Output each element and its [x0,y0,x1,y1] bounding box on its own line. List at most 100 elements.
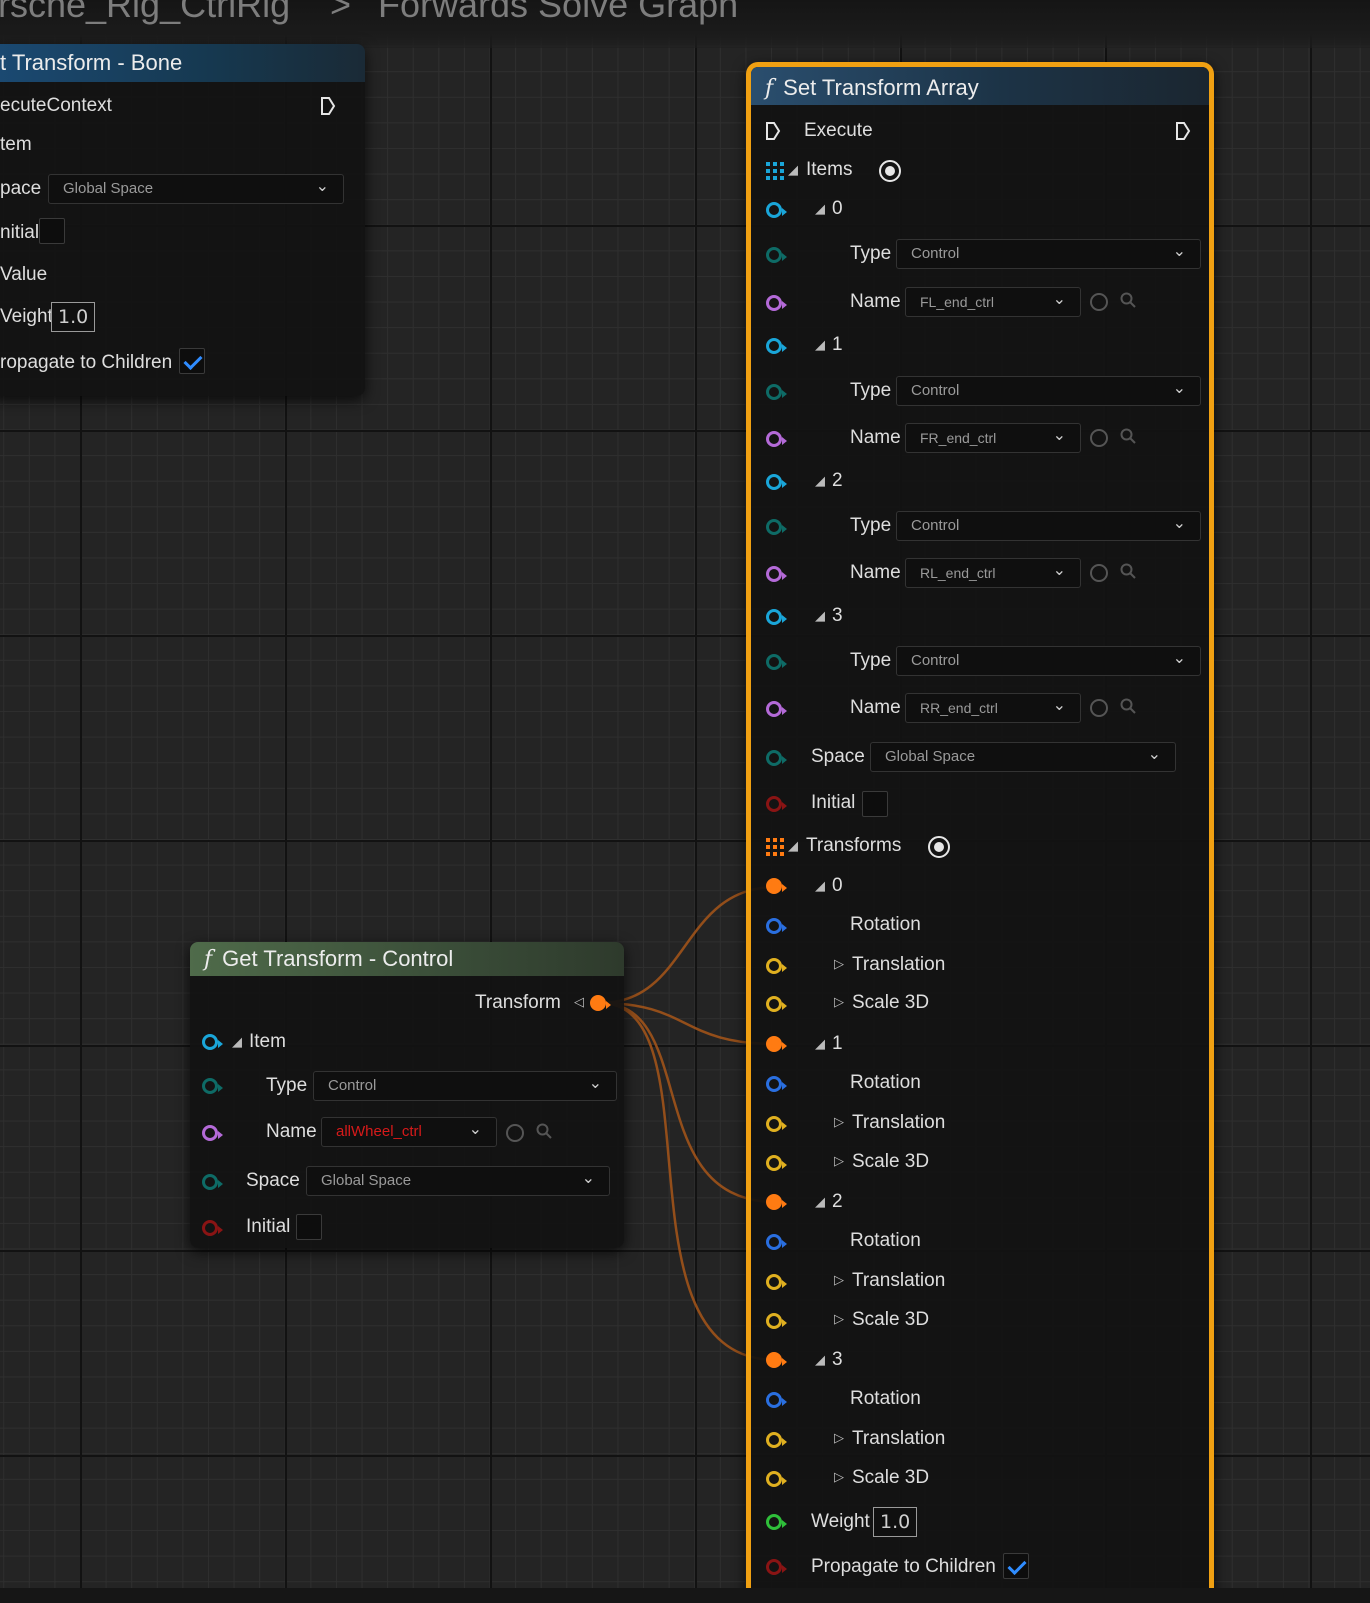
item-pin-icon[interactable] [202,1034,223,1050]
name-pin-icon[interactable] [766,295,787,311]
exec-out-pin-icon[interactable] [1175,121,1191,141]
node-title-bar[interactable]: t Transform - Bone [0,44,365,82]
use-selected-icon[interactable] [1090,429,1108,447]
transform-pin-icon[interactable] [766,878,787,894]
initial-pin-icon[interactable] [766,796,787,812]
rotation-pin-icon[interactable] [766,1234,787,1250]
expand-arrow-icon[interactable]: ▷ [834,995,844,1010]
type-pin-icon[interactable] [766,654,787,670]
type-dropdown[interactable]: Control⌄ [896,646,1201,676]
node-set-transform-bone[interactable]: t Transform - Bone ecuteContext tem pace… [0,44,365,396]
weight-pin-icon[interactable] [766,1514,787,1530]
item-pin-icon[interactable] [766,609,787,625]
search-icon[interactable] [1120,428,1136,444]
expand-arrow-icon[interactable]: ◢ [815,879,825,894]
translation-pin-icon[interactable] [766,1274,787,1290]
weight-input[interactable]: 1.0 [873,1507,918,1537]
use-selected-icon[interactable] [506,1124,524,1142]
expand-arrow-icon[interactable]: ◢ [815,609,825,624]
expand-arrow-icon[interactable]: ◢ [232,1035,242,1050]
breadcrumb-graph[interactable]: Forwards Solve Graph [378,0,739,25]
name-dropdown[interactable]: RR_end_ctrl⌄ [905,693,1081,723]
transform-output-pin-icon[interactable] [590,995,611,1011]
split-pin-icon[interactable]: ◁ [574,995,584,1010]
wire-transform-1[interactable] [599,1001,777,1046]
name-pin-icon[interactable] [766,701,787,717]
exec-out-pin-icon[interactable] [320,96,336,116]
expand-arrow-icon[interactable]: ▷ [834,1273,844,1288]
wire-transform-2[interactable] [599,1001,777,1204]
expand-arrow-icon[interactable]: ◢ [815,1195,825,1210]
name-pin-icon[interactable] [766,431,787,447]
expand-arrow-icon[interactable]: ◢ [815,1353,825,1368]
use-selected-icon[interactable] [1090,564,1108,582]
expand-arrow-icon[interactable]: ◢ [788,163,798,178]
translation-pin-icon[interactable] [766,1432,787,1448]
propagate-pin-icon[interactable] [766,1559,787,1575]
space-pin-icon[interactable] [202,1174,223,1190]
scale-pin-icon[interactable] [766,1155,787,1171]
search-icon[interactable] [1120,698,1136,714]
item-pin-icon[interactable] [766,338,787,354]
bottom-scrollbar[interactable] [0,1588,1370,1603]
space-dropdown[interactable]: Global Space⌄ [870,742,1176,772]
rotation-pin-icon[interactable] [766,1392,787,1408]
initial-pin-icon[interactable] [202,1220,223,1236]
initial-checkbox[interactable] [296,1214,322,1240]
type-dropdown[interactable]: Control⌄ [313,1071,617,1101]
weight-input[interactable]: 1.0 [51,302,96,332]
space-pin-icon[interactable] [766,750,787,766]
propagate-checkbox[interactable] [179,348,205,374]
add-item-icon[interactable] [879,160,901,182]
array-pin-icon[interactable] [766,838,784,856]
search-icon[interactable] [1120,563,1136,579]
transform-pin-icon[interactable] [766,1194,787,1210]
name-dropdown[interactable]: RL_end_ctrl⌄ [905,558,1081,588]
space-dropdown[interactable]: Global Space ⌄ [48,174,344,204]
rotation-pin-icon[interactable] [766,1076,787,1092]
wire-transform-0[interactable] [599,885,777,1005]
name-dropdown[interactable]: FL_end_ctrl⌄ [905,287,1081,317]
exec-in-pin-icon[interactable] [765,121,781,141]
type-pin-icon[interactable] [766,384,787,400]
expand-arrow-icon[interactable]: ▷ [834,1312,844,1327]
type-pin-icon[interactable] [766,247,787,263]
type-dropdown[interactable]: Control⌄ [896,239,1201,269]
initial-checkbox[interactable] [39,218,65,244]
name-dropdown[interactable]: allWheel_ctrl⌄ [321,1117,497,1147]
propagate-checkbox[interactable] [1003,1553,1029,1579]
translation-pin-icon[interactable] [766,1116,787,1132]
expand-arrow-icon[interactable]: ▷ [834,1154,844,1169]
translation-pin-icon[interactable] [766,958,787,974]
add-transform-icon[interactable] [928,836,950,858]
rotation-pin-icon[interactable] [766,918,787,934]
search-icon[interactable] [1120,292,1136,308]
use-selected-icon[interactable] [1090,699,1108,717]
name-dropdown[interactable]: FR_end_ctrl⌄ [905,423,1081,453]
type-dropdown[interactable]: Control⌄ [896,376,1201,406]
initial-checkbox[interactable] [862,791,888,817]
item-pin-icon[interactable] [766,474,787,490]
breadcrumb-asset[interactable]: rsche_Rig_CtrlRig [0,0,291,25]
scale-pin-icon[interactable] [766,996,787,1012]
scale-pin-icon[interactable] [766,1471,787,1487]
type-pin-icon[interactable] [766,519,787,535]
expand-arrow-icon[interactable]: ▷ [834,1431,844,1446]
item-pin-icon[interactable] [766,202,787,218]
expand-arrow-icon[interactable]: ◢ [815,474,825,489]
wire-transform-3[interactable] [599,1001,777,1362]
space-dropdown[interactable]: Global Space⌄ [306,1166,610,1196]
use-selected-icon[interactable] [1090,293,1108,311]
type-dropdown[interactable]: Control⌄ [896,511,1201,541]
array-pin-icon[interactable] [766,162,784,180]
transform-pin-icon[interactable] [766,1036,787,1052]
transform-pin-icon[interactable] [766,1352,787,1368]
expand-arrow-icon[interactable]: ▷ [834,1115,844,1130]
expand-arrow-icon[interactable]: ◢ [815,338,825,353]
name-pin-icon[interactable] [202,1125,223,1141]
scale-pin-icon[interactable] [766,1313,787,1329]
name-pin-icon[interactable] [766,566,787,582]
